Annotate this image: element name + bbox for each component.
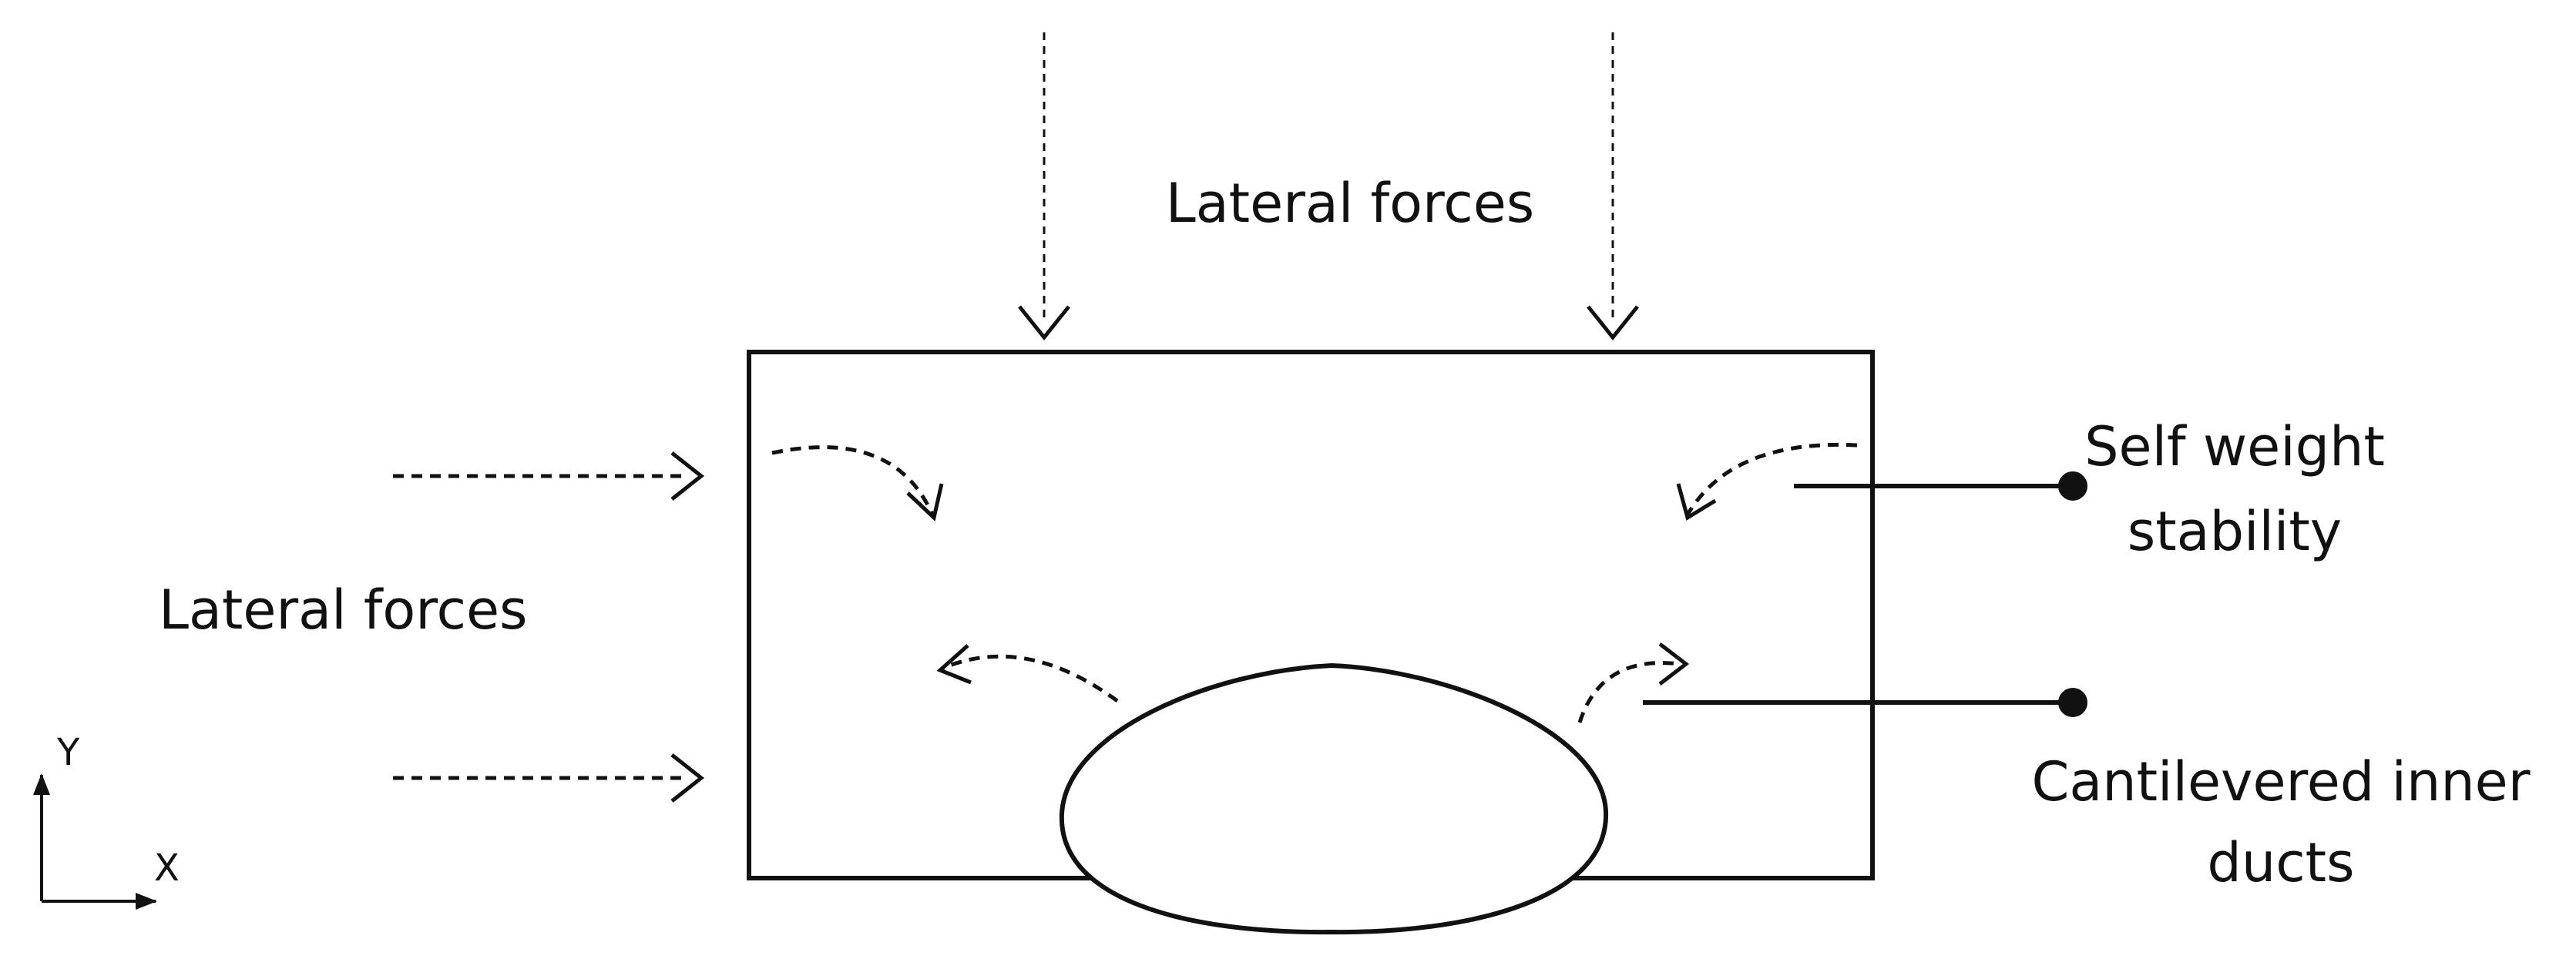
internal-rotation-arrows [771, 442, 1858, 723]
callouts [1643, 471, 2087, 717]
axis-y-label: Y [57, 731, 80, 774]
cantilever-label-line2: ducts [2207, 831, 2355, 894]
left-lateral-forces-label: Lateral forces [159, 578, 528, 642]
axis-indicator [33, 773, 157, 910]
callout-self-weight-dot [2058, 471, 2087, 501]
callout-cantilever-dot [2058, 688, 2087, 717]
self-weight-label-line2: stability [2127, 500, 2343, 563]
curved-arrow-mid-left [941, 654, 1119, 703]
curved-arrow-mid-right [1577, 661, 1681, 723]
top-force-arrows [1018, 32, 1639, 341]
curved-arrow-top-left [771, 445, 935, 516]
inner-duct-shape [1059, 662, 1609, 935]
left-force-arrows [393, 451, 705, 803]
self-weight-label-line1: Self weight [2084, 415, 2385, 478]
curved-arrow-top-right [1685, 442, 1858, 516]
axis-x-label: X [154, 847, 180, 890]
cantilever-label-line1: Cantilevered inner [2031, 750, 2531, 813]
top-lateral-forces-label: Lateral forces [1165, 172, 1535, 235]
